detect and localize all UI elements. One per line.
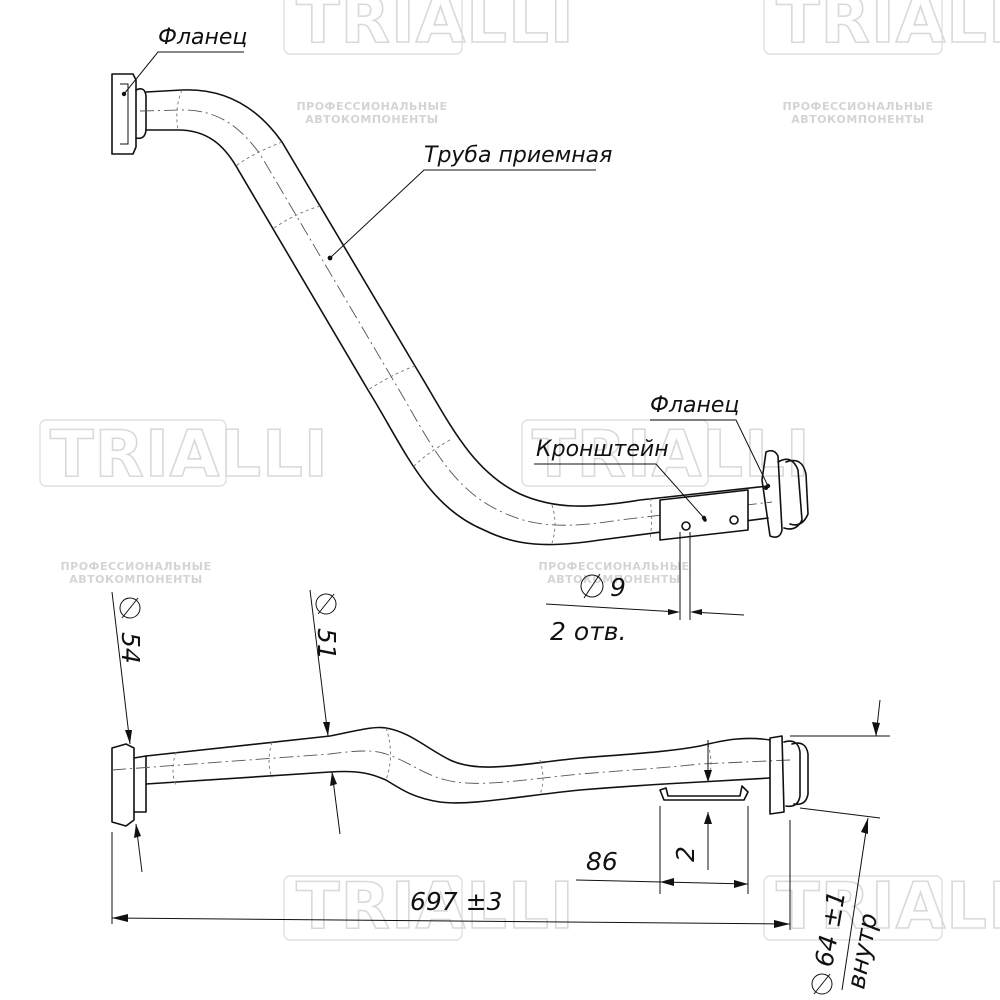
- watermark-subtitle: ПРОФЕССИОНАЛЬНЫЕ: [60, 560, 211, 573]
- dim-pipe-diameter-group: 51: [309, 589, 341, 835]
- top-pipe-lower-edge: [145, 129, 769, 546]
- watermark-mid-left: TRIALLI ПРОФЕССИОНАЛЬНЫЕ АВТОКОМПОНЕНТЫ: [39, 417, 329, 586]
- label-bracket: Кронштейн: [536, 437, 669, 462]
- watermark-top-center: TRIALLI ПРОФЕССИОНАЛЬНЫЕ АВТОКОМПОНЕНТЫ: [283, 0, 575, 126]
- dim-pipe-diameter: 51: [312, 628, 341, 660]
- top-view: Фланец Труба приемная Фланец Кронштейн 9…: [111, 25, 809, 646]
- dim-overall-length: 697 ±3: [410, 887, 503, 916]
- bottom-pipe-seams: [172, 727, 712, 795]
- watermark-subtitle: АВТОКОМПОНЕНТЫ: [69, 573, 202, 586]
- watermark-subtitle: АВТОКОМПОНЕНТЫ: [791, 113, 924, 126]
- bottom-right-flange: [769, 735, 809, 815]
- dim-outlet-diameter-group: 64 ±1 внутр: [790, 699, 890, 995]
- watermark-brand: TRIALLI: [296, 870, 575, 944]
- dim-inlet-diameter-group: 54: [111, 591, 145, 873]
- watermark-subtitle: АВТОКОМПОНЕНТЫ: [547, 573, 680, 586]
- top-pipe-seams: [176, 89, 652, 544]
- watermark-brand: TRIALLI: [296, 0, 575, 58]
- bottom-left-flange: [111, 743, 147, 827]
- dim-overall-length-group: 697 ±3: [111, 820, 791, 930]
- watermark-bottom-center: TRIALLI: [283, 869, 575, 945]
- bottom-pipe-upper-edge: [145, 726, 771, 768]
- label-pipe: Труба приемная: [424, 143, 612, 168]
- watermark-bottom-right: TRIALLI: [763, 869, 1000, 945]
- watermark-brand: TRIALLI: [776, 870, 1000, 944]
- top-pipe-centerline: [139, 109, 773, 526]
- hole-dimension: 9 2 отв.: [545, 532, 745, 646]
- watermark-top-right: TRIALLI ПРОФЕССИОНАЛЬНЫЕ АВТОКОМПОНЕНТЫ: [763, 0, 1000, 126]
- bottom-pipe-centerline: [111, 750, 791, 784]
- watermark-subtitle: ПРОФЕССИОНАЛЬНЫЕ: [296, 100, 447, 113]
- watermark-brand: TRIALLI: [50, 418, 329, 492]
- bottom-pipe-lower-edge: [145, 770, 771, 804]
- label-flange-top: Фланец: [158, 25, 247, 50]
- top-bracket: [659, 489, 749, 541]
- dim-inlet-diameter: 54: [116, 632, 145, 664]
- dim-bracket-offset: 2: [671, 846, 700, 862]
- dim-hole-diameter: 9: [610, 573, 626, 602]
- dim-bracket-offset-group: 2: [671, 740, 712, 870]
- top-left-flange: [111, 73, 147, 155]
- bottom-view: 54 51 2 86: [111, 589, 890, 995]
- top-pipe-upper-edge: [145, 89, 769, 507]
- watermark-brand: TRIALLI: [776, 0, 1000, 58]
- dim-bracket-length: 86: [586, 847, 618, 876]
- watermark-subtitle: ПРОФЕССИОНАЛЬНЫЕ: [782, 100, 933, 113]
- label-flange-right: Фланец: [650, 393, 739, 418]
- watermark-subtitle: ПРОФЕССИОНАЛЬНЫЕ: [538, 560, 689, 573]
- watermark-subtitle: АВТОКОМПОНЕНТЫ: [305, 113, 438, 126]
- watermarks: TRIALLI ПРОФЕССИОНАЛЬНЫЕ АВТОКОМПОНЕНТЫ …: [39, 0, 1000, 945]
- dim-hole-count: 2 отв.: [550, 617, 626, 646]
- top-right-flange: [761, 449, 809, 538]
- dim-bracket-length-group: 86: [575, 806, 749, 894]
- bottom-bracket: [659, 785, 749, 801]
